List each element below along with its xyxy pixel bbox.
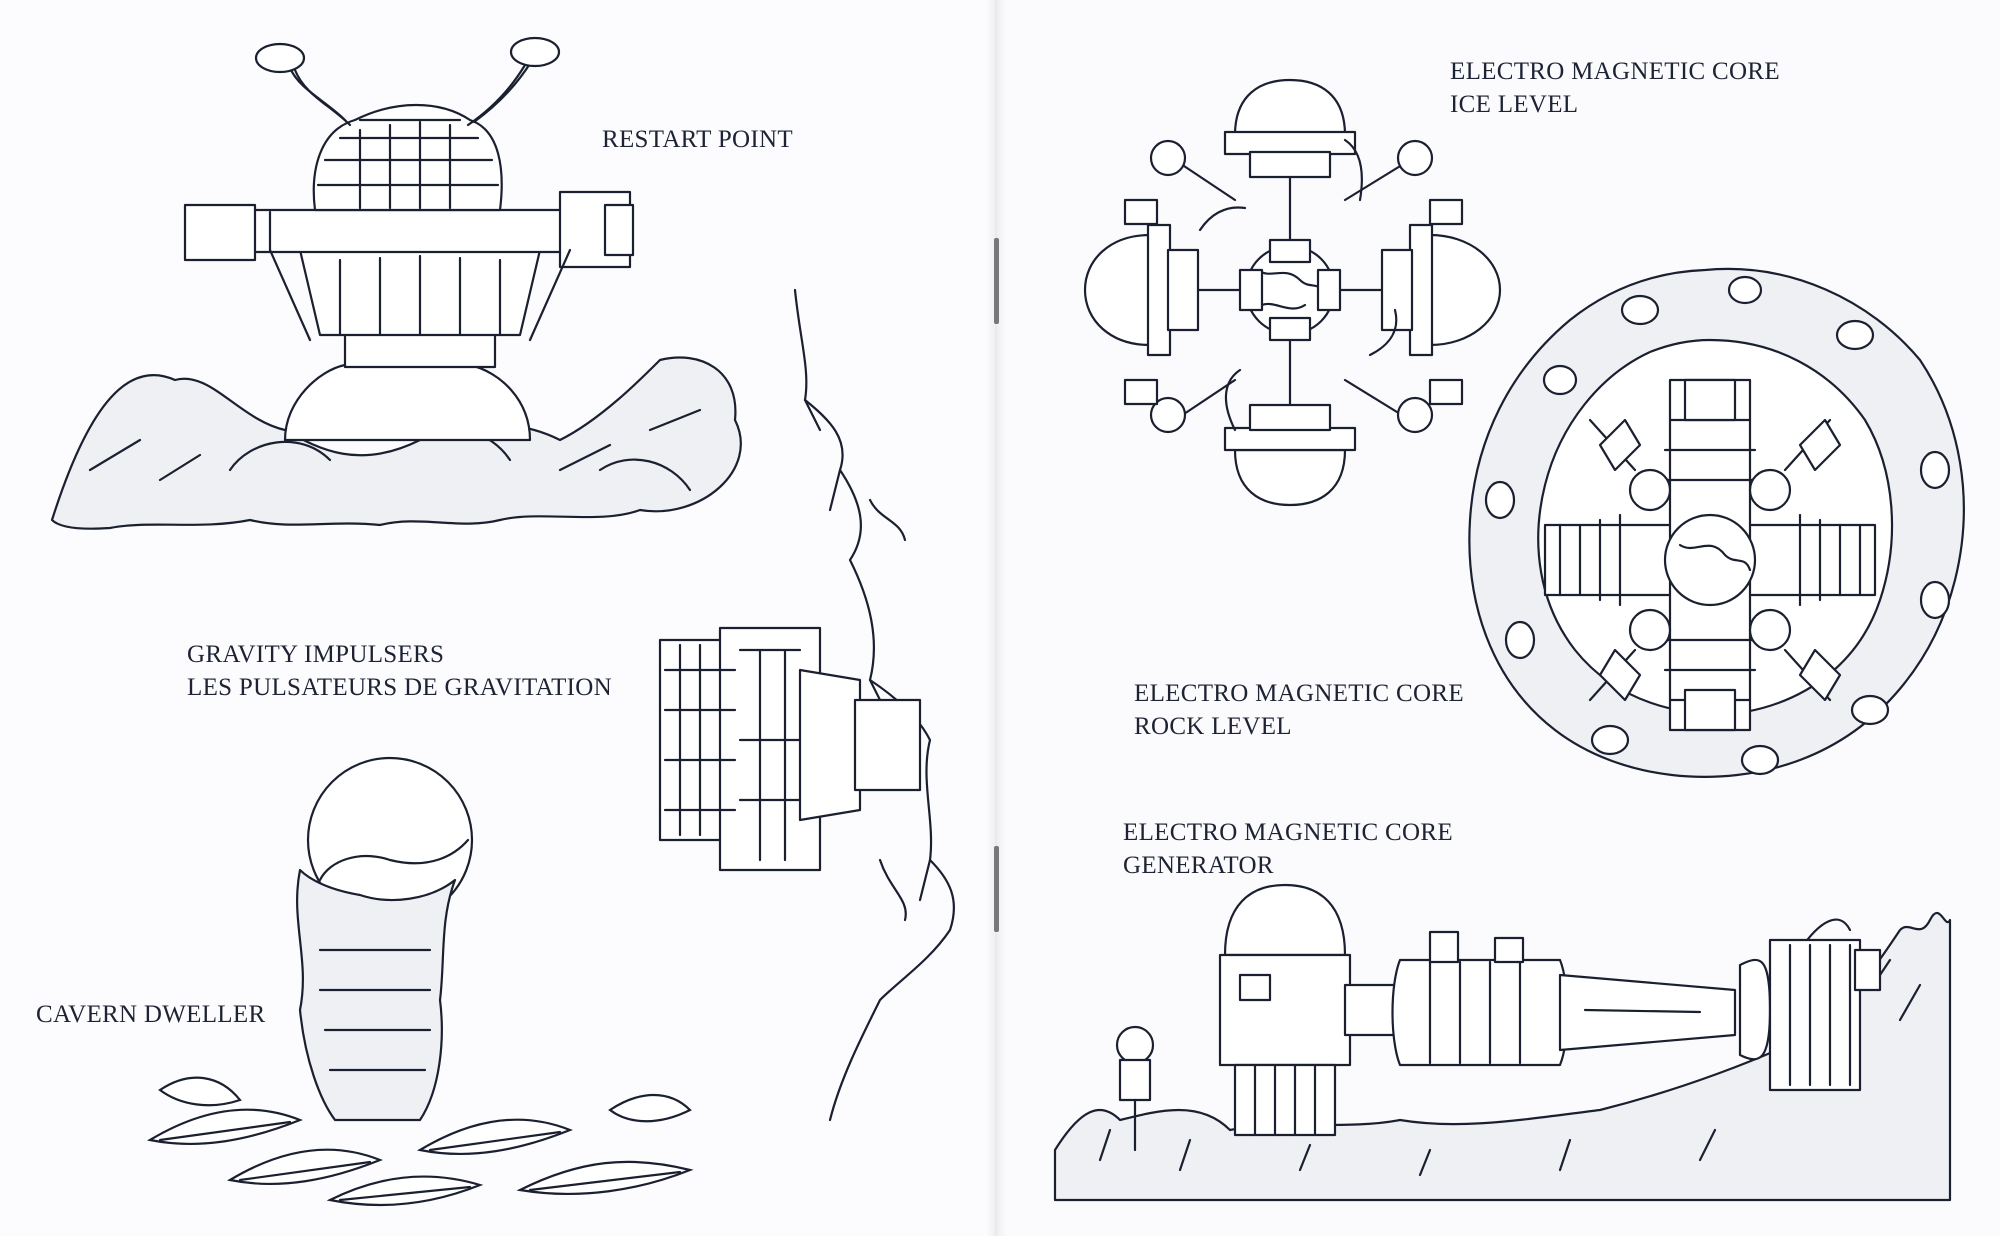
- restart-point-illustration: [52, 38, 741, 529]
- caption-gravity-impulsers: GRAVITY IMPULSERS LES PULSATEURS DE GRAV…: [187, 638, 612, 704]
- core-ice-illustration: [1085, 80, 1500, 505]
- caption-core-rock-line1: ELECTRO MAGNETIC CORE: [1134, 680, 1464, 707]
- caption-core-rock-line2: ROCK LEVEL: [1134, 713, 1292, 740]
- caption-core-generator-line2: GENERATOR: [1123, 852, 1274, 879]
- caption-core-generator: ELECTRO MAGNETIC CORE GENERATOR: [1123, 816, 1453, 882]
- core-generator-illustration: [1055, 885, 1950, 1200]
- caption-gravity-impulsers-line1: GRAVITY IMPULSERS: [187, 641, 445, 668]
- staple-top: [994, 238, 999, 324]
- staple-bottom: [994, 846, 999, 932]
- caption-restart-point-text: RESTART POINT: [602, 126, 793, 153]
- caption-restart-point: RESTART POINT: [602, 123, 793, 156]
- caption-core-ice-line1: ELECTRO MAGNETIC CORE: [1450, 58, 1780, 85]
- core-rock-illustration: [1469, 269, 1963, 777]
- caption-core-generator-line1: ELECTRO MAGNETIC CORE: [1123, 819, 1453, 846]
- caption-core-ice: ELECTRO MAGNETIC CORE ICE LEVEL: [1450, 55, 1780, 121]
- caption-cavern-dweller-text: CAVERN DWELLER: [36, 1001, 266, 1028]
- caption-gravity-impulsers-line2: LES PULSATEURS DE GRAVITATION: [187, 674, 613, 701]
- caption-core-ice-line2: ICE LEVEL: [1450, 91, 1579, 118]
- caption-core-rock: ELECTRO MAGNETIC CORE ROCK LEVEL: [1134, 677, 1464, 743]
- caption-cavern-dweller: CAVERN DWELLER: [36, 998, 265, 1031]
- page-gutter: [986, 0, 1006, 1236]
- gravity-impulser-illustration: [660, 290, 954, 1120]
- cavern-dweller-illustration: [150, 758, 690, 1205]
